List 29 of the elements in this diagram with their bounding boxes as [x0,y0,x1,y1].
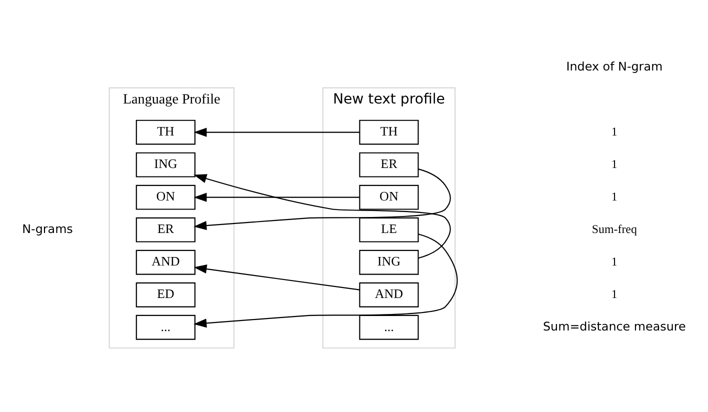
node-box: ING [359,250,419,275]
node-box: TH [359,120,419,145]
node-box: ... [136,314,196,340]
node-box: ING [136,152,196,178]
node-box: TH [136,120,196,145]
label: Sum-freq [592,222,637,236]
node-box: AND [359,282,419,308]
label: 1 [611,254,618,268]
label: 1 [611,156,618,171]
label: N-grams [22,222,73,236]
label: 1 [611,286,618,301]
arrow [194,192,360,202]
arrow [194,234,458,328]
node-box: LE [359,217,419,242]
label: 1 [611,124,618,138]
node-box: ED [136,282,196,308]
label: Sum=distance measure [542,319,686,334]
label: Index of N-gram [566,59,663,74]
node-box: AND [136,250,196,275]
node-box: ON [136,184,196,210]
arrow [194,264,360,290]
arrow [194,168,451,230]
node-box: ... [359,314,419,340]
arrow [194,128,360,137]
arrow [194,174,451,259]
label: 1 [611,189,618,204]
node-box: ER [359,152,419,178]
node-box: ER [136,217,196,242]
node-box: ON [359,184,419,210]
